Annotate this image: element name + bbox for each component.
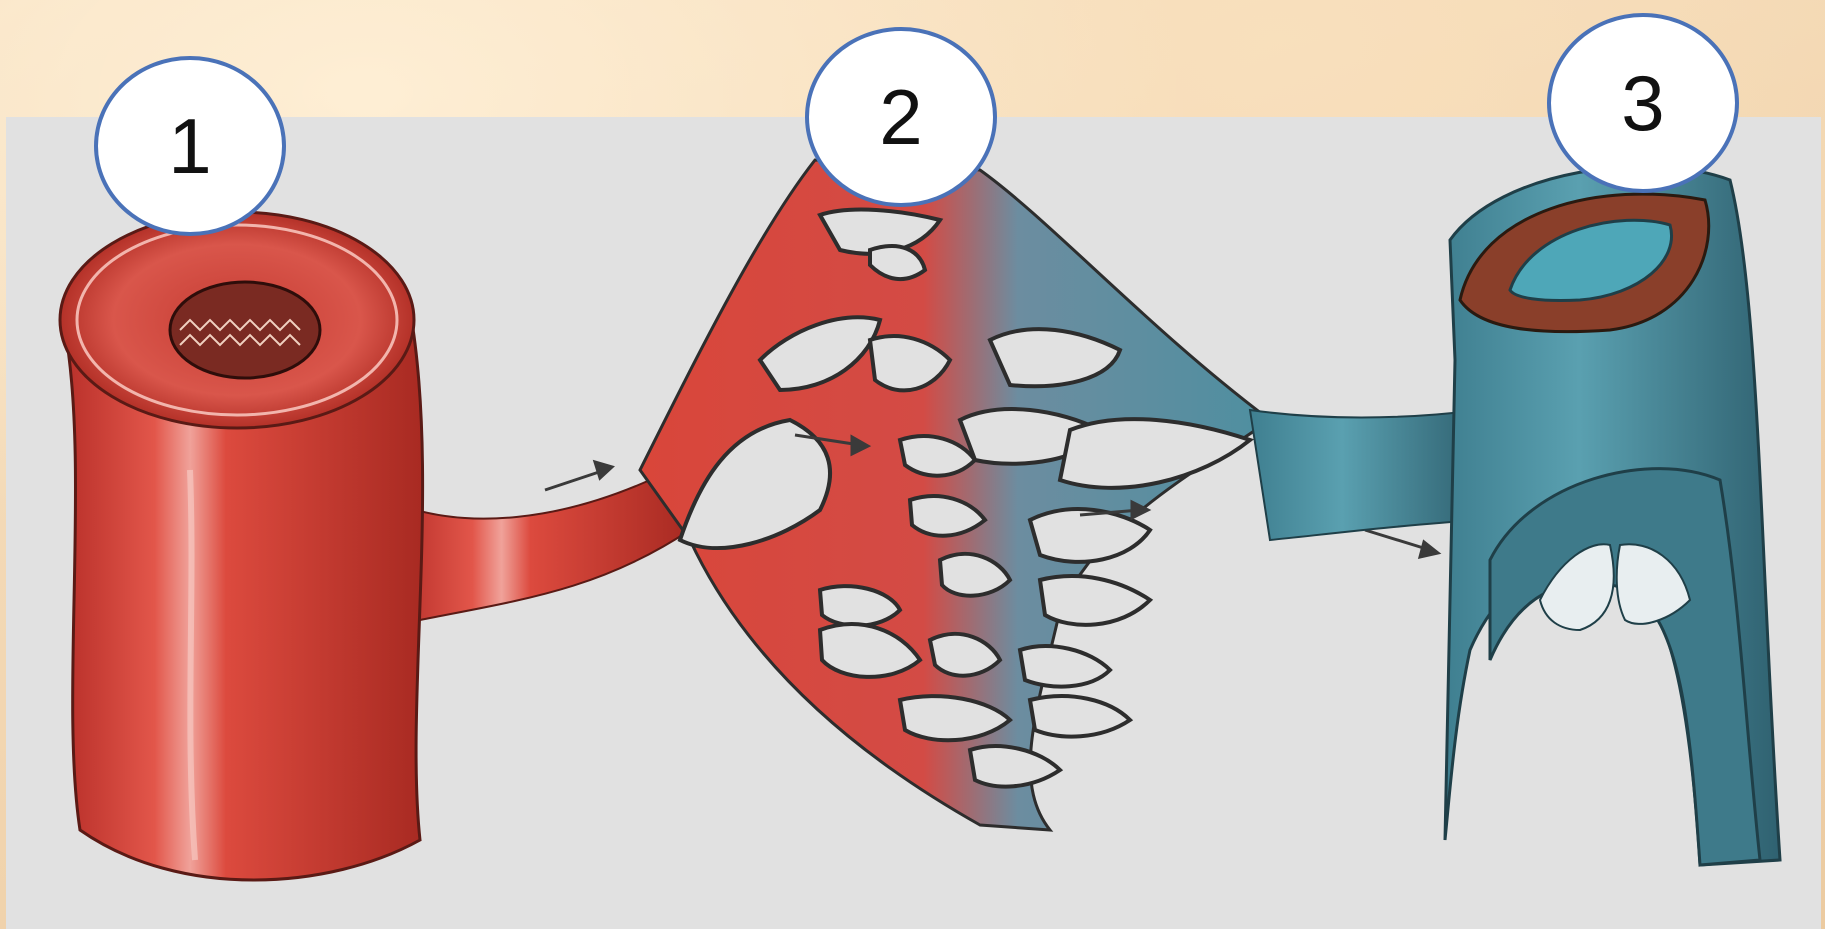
label-badge-capillaries: 2 <box>805 27 997 207</box>
label-number: 1 <box>168 101 211 192</box>
artery <box>60 212 423 880</box>
label-badge-vein: 3 <box>1547 13 1739 193</box>
vein <box>1445 167 1780 866</box>
label-number: 3 <box>1621 58 1664 149</box>
label-number: 2 <box>879 72 922 163</box>
artery-branch <box>400 480 690 620</box>
label-badge-artery: 1 <box>94 56 286 236</box>
vein-branch <box>1250 410 1480 540</box>
